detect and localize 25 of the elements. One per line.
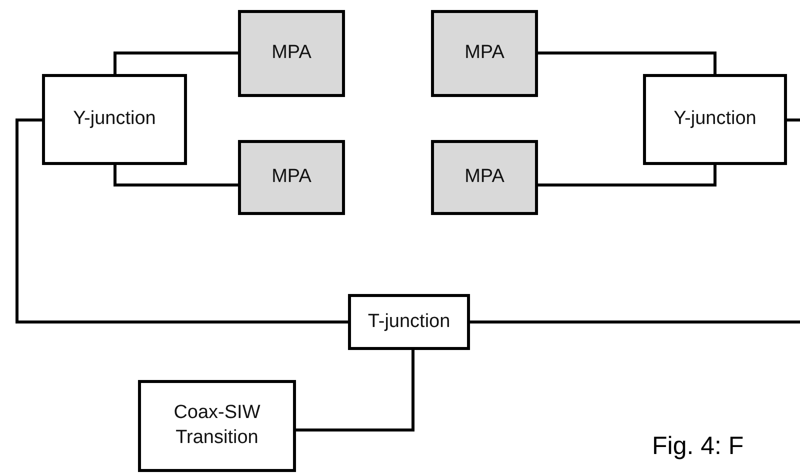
connector-line xyxy=(470,320,800,324)
figure-caption: Fig. 4: F xyxy=(652,432,744,461)
connector-line xyxy=(296,350,414,432)
box-label: MPA xyxy=(272,165,312,190)
connector-line xyxy=(538,165,716,186)
amplifier-box xyxy=(431,140,538,215)
transition-box xyxy=(138,380,296,472)
amplifier-box xyxy=(431,10,538,97)
amplifier-box xyxy=(238,140,345,215)
junction-box xyxy=(643,74,787,165)
connector-line xyxy=(787,118,800,122)
box-label: T-junction xyxy=(368,310,450,334)
box-label: Y-junction xyxy=(674,107,756,132)
box-label: Y-junction xyxy=(73,107,156,132)
connector-line xyxy=(114,52,238,74)
box-label: MPA xyxy=(464,41,504,66)
connector-line xyxy=(114,165,238,186)
box-label: Coax-SIW Transition xyxy=(172,401,262,450)
connector-line xyxy=(538,52,716,74)
junction-box xyxy=(42,74,187,165)
amplifier-box xyxy=(238,10,345,97)
box-label: MPA xyxy=(464,165,504,190)
junction-box xyxy=(348,294,470,350)
connector-line xyxy=(16,118,348,324)
box-label: MPA xyxy=(272,41,312,66)
